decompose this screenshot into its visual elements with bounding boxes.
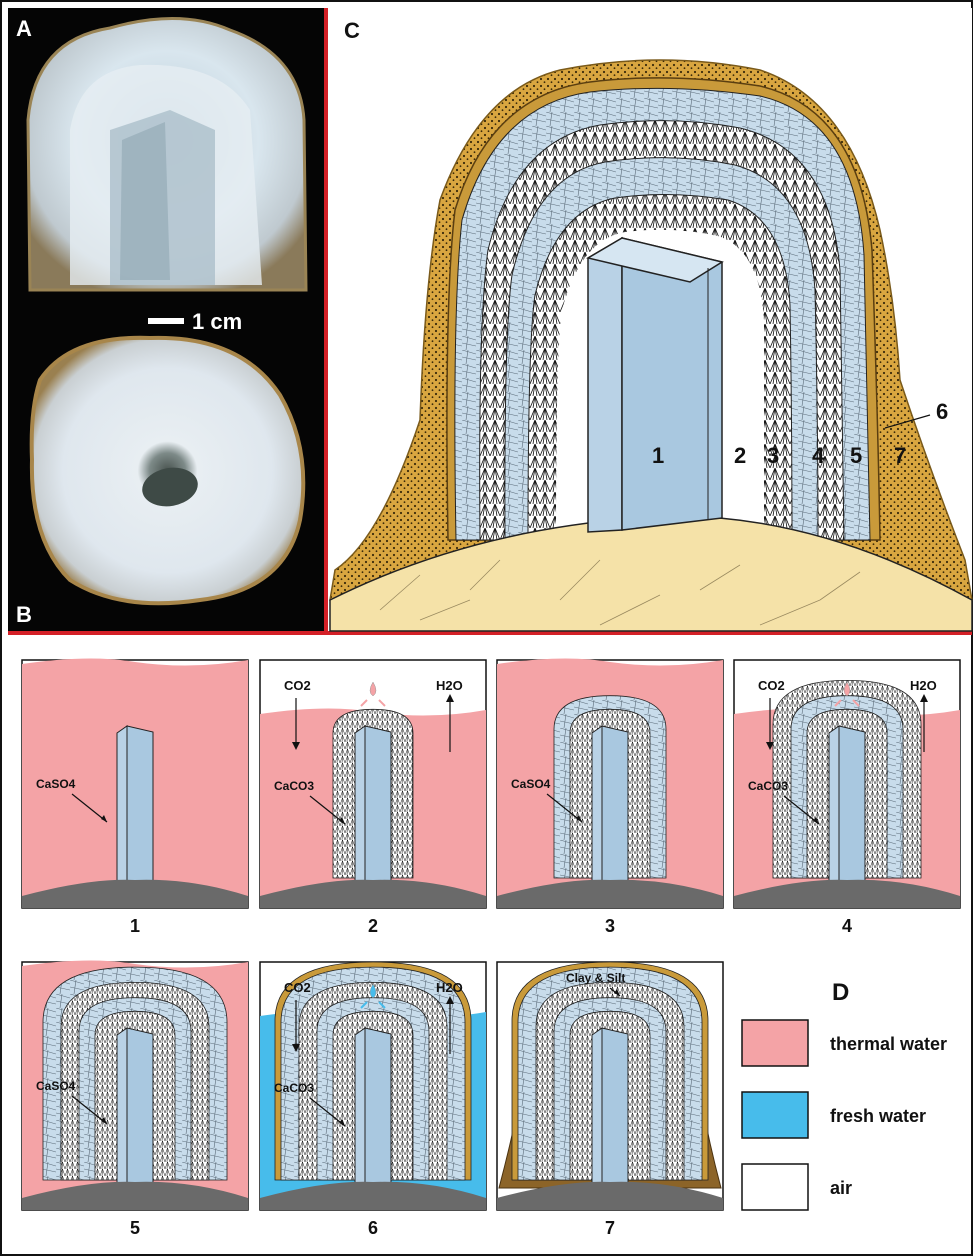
gypsum-crystal-face bbox=[839, 726, 865, 882]
legend-swatch-thermal bbox=[742, 1020, 808, 1066]
legend-label: thermal water bbox=[830, 1034, 947, 1054]
gypsum-crystal-face bbox=[365, 726, 391, 882]
growth-step: CaSO4 3 bbox=[497, 658, 723, 936]
step-caption: 3 bbox=[605, 916, 615, 936]
scale-bar-label: 1 cm bbox=[192, 309, 242, 334]
panel-label-c: C bbox=[344, 18, 360, 43]
legend-swatch-air bbox=[742, 1164, 808, 1210]
gypsum-crystal-face bbox=[127, 726, 153, 882]
step-caption: 7 bbox=[605, 1218, 615, 1238]
gas-label-in: CO2 bbox=[284, 678, 311, 693]
gypsum-crystal-face bbox=[602, 726, 628, 882]
scale-bar bbox=[148, 318, 184, 324]
gypsum-crystal bbox=[829, 726, 839, 883]
panel-label-d: D bbox=[832, 979, 849, 1006]
zone-number: 4 bbox=[812, 443, 825, 468]
legend-label: air bbox=[830, 1178, 852, 1198]
step-caption: 2 bbox=[368, 916, 378, 936]
gypsum-crystal bbox=[592, 726, 602, 883]
gypsum-crystal bbox=[355, 1028, 365, 1185]
gypsum-crystal-face bbox=[365, 1028, 391, 1184]
panel-label-b: B bbox=[16, 602, 32, 627]
schematic-panel: C 1 2 3 4 5 7 bbox=[328, 8, 972, 631]
mineral-label: CaSO4 bbox=[511, 777, 551, 791]
mineral-label: CaSO4 bbox=[36, 1079, 76, 1093]
mineral-label: CaCO3 bbox=[748, 779, 788, 793]
gypsum-crystal bbox=[355, 726, 365, 883]
growth-step: CaSO4 1 bbox=[22, 658, 248, 936]
zone-number: 3 bbox=[767, 443, 779, 468]
mineral-label: Clay & Silt bbox=[566, 971, 625, 985]
legend-label: fresh water bbox=[830, 1106, 926, 1126]
gas-label-out: H2O bbox=[436, 678, 463, 693]
gypsum-crystal bbox=[117, 726, 127, 883]
gypsum-crystal bbox=[592, 1028, 602, 1185]
growth-step: CaSO4 5 bbox=[22, 960, 248, 1238]
mineral-label: CaCO3 bbox=[274, 779, 314, 793]
mineral-label: CaCO3 bbox=[274, 1081, 314, 1095]
step-caption: 5 bbox=[130, 1218, 140, 1238]
gypsum-crystal bbox=[117, 1028, 127, 1185]
growth-step: CaCO3 CO2 H2O 4 bbox=[734, 660, 960, 936]
divider-vertical bbox=[324, 8, 328, 632]
panel-label-a: A bbox=[16, 16, 32, 41]
step-caption: 1 bbox=[130, 916, 140, 936]
zone-number: 5 bbox=[850, 443, 862, 468]
gas-label-out: H2O bbox=[436, 980, 463, 995]
gas-label-in: CO2 bbox=[284, 980, 311, 995]
photo-panel: 1 cm A B bbox=[8, 8, 324, 632]
gypsum-crystal-face bbox=[127, 1028, 153, 1184]
zone-number: 1 bbox=[652, 443, 664, 468]
zone-number: 6 bbox=[936, 399, 948, 424]
zone-number: 7 bbox=[894, 443, 906, 468]
step-caption: 4 bbox=[842, 916, 852, 936]
growth-step: Clay & Silt 7 bbox=[497, 962, 723, 1238]
growth-step: CaCO3 CO2 H2O 2 bbox=[260, 660, 486, 936]
zone-number: 2 bbox=[734, 443, 746, 468]
gypsum-crystal-face bbox=[602, 1028, 628, 1184]
gas-label-in: CO2 bbox=[758, 678, 785, 693]
mineral-label: CaSO4 bbox=[36, 777, 76, 791]
growth-step: CaCO3 CO2 H2O 6 bbox=[260, 962, 486, 1238]
legend-swatch-fresh bbox=[742, 1092, 808, 1138]
gas-label-out: H2O bbox=[910, 678, 937, 693]
gypsum-crystal bbox=[588, 238, 722, 532]
step-caption: 6 bbox=[368, 1218, 378, 1238]
